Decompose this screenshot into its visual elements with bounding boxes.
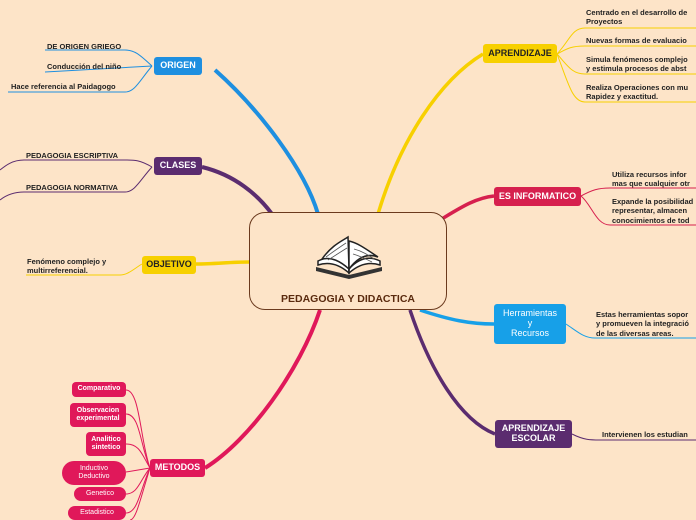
line-metodos-4 (125, 467, 151, 473)
branch-aprendizaje (376, 52, 484, 215)
metodo-estadistico[interactable]: Estadistico (68, 506, 126, 520)
clases-item-1[interactable]: PEDAGOGIA ESCRIPTIVA (26, 151, 119, 160)
line-origen-3 (8, 65, 153, 93)
metodo-comparativo[interactable]: Comparativo (72, 382, 126, 397)
origen-item-2[interactable]: Conducción del niño (47, 62, 122, 71)
branch-metodos (203, 309, 322, 470)
branch-clases (201, 165, 274, 216)
line-aprendizaje-3 (556, 53, 696, 75)
aprendizaje-item-3[interactable]: Simula fenómenos complejo y estimula pro… (586, 55, 688, 74)
line-objetivo (26, 263, 143, 276)
branch-objetivo (195, 260, 250, 266)
objetivo-text[interactable]: Fenómeno complejo y multirreferencial. (27, 257, 107, 276)
line-clases-1 (0, 159, 153, 171)
central-topic[interactable]: PEDAGOGIA Y DIDACTICA (249, 212, 447, 310)
line-metodos-7 (129, 467, 151, 520)
metodo-genetico[interactable]: Genetico (74, 487, 126, 501)
line-metodos-3 (125, 443, 151, 469)
informatico-item-1[interactable]: Utiliza recursos infor mas que cualquier… (612, 170, 690, 189)
branch-origen (213, 68, 320, 215)
herramientas-text[interactable]: Estas herramientas sopor y promueven la … (596, 310, 689, 338)
line-origen-2 (44, 65, 153, 73)
line-aprendizaje-4 (556, 53, 696, 103)
node-aprendizaje[interactable]: APRENDIZAJE (483, 44, 557, 63)
branch-escolar (408, 309, 496, 436)
aprendizaje-item-1[interactable]: Centrado en el desarrollo de Proyectos (586, 8, 688, 27)
metodo-analitico[interactable]: Analitico sintetico (86, 432, 126, 456)
open-book-icon (316, 235, 382, 279)
metodo-observacion[interactable]: Observacion experimental (70, 403, 126, 427)
line-herramientas (565, 323, 696, 339)
metodo-inductivo[interactable]: Inductivo Deductivo (62, 461, 126, 485)
line-informatico-1 (580, 187, 696, 197)
node-metodos[interactable]: METODOS (150, 459, 205, 477)
line-aprendizaje-1 (556, 27, 696, 55)
branch-informatico (439, 194, 495, 222)
node-aprendizaje-escolar[interactable]: APRENDIZAJE ESCOLAR (495, 420, 572, 448)
informatico-item-2[interactable]: Expande la posibilidad representar, alma… (612, 197, 694, 225)
line-informatico-2 (580, 195, 696, 226)
aprendizaje-item-2[interactable]: Nuevas formas de evaluacio (586, 36, 687, 45)
node-objetivo[interactable]: OBJETIVO (142, 256, 196, 274)
node-herramientas[interactable]: Herramientas y Recursos (494, 304, 566, 344)
node-origen[interactable]: ORIGEN (154, 57, 202, 75)
branch-herramientas (419, 308, 495, 326)
escolar-text[interactable]: Intervienen los estudian (602, 430, 688, 439)
node-clases[interactable]: CLASES (154, 157, 202, 175)
clases-item-2[interactable]: PEDAGOGIA NORMATIVA (26, 183, 118, 192)
line-metodos-2 (125, 413, 151, 469)
line-aprendizaje-2 (556, 45, 696, 55)
line-escolar (571, 433, 696, 441)
line-metodos-6 (125, 467, 151, 514)
line-metodos-1 (125, 389, 151, 469)
node-es-informatico[interactable]: ES INFORMATICO (494, 187, 581, 206)
line-metodos-5 (125, 467, 151, 495)
line-origen-1 (45, 49, 153, 67)
central-topic-title: PEDAGOGIA Y DIDACTICA (281, 293, 415, 305)
origen-item-3[interactable]: Hace referencia al Paidagogo (11, 82, 116, 91)
origen-item-1[interactable]: DE ORIGEN GRIEGO (47, 42, 122, 51)
aprendizaje-item-4[interactable]: Realiza Operaciones con mu Rapidez y exa… (586, 83, 689, 102)
line-clases-2 (0, 166, 153, 201)
